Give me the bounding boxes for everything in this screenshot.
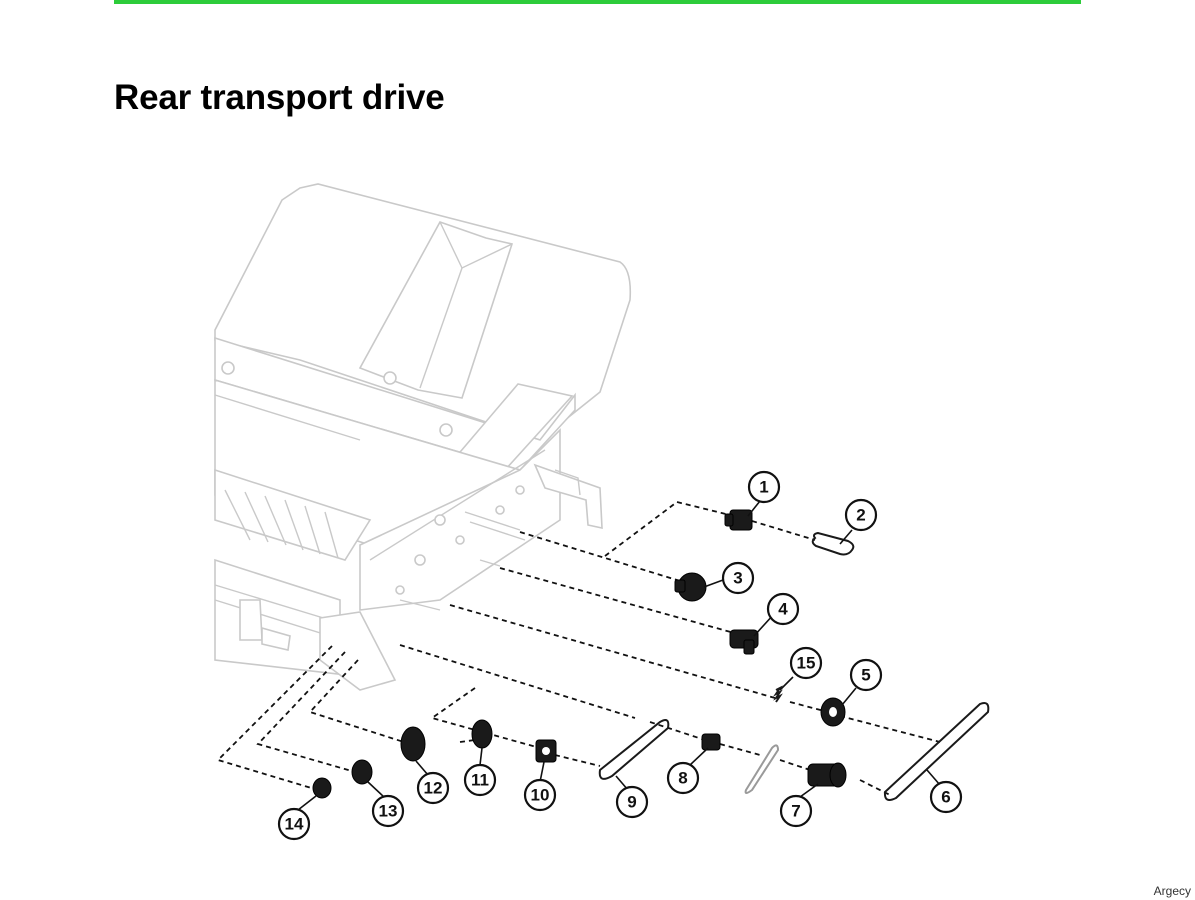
part-belt-9: [598, 719, 670, 780]
callout-3: 3: [721, 561, 755, 595]
header-accent-rule: [114, 0, 1081, 4]
callout-label-3: 3: [733, 569, 742, 588]
part-gear-3: [674, 572, 707, 602]
callout-4: 4: [766, 592, 800, 626]
part-bushing-4: [729, 629, 759, 655]
callout-label-10: 10: [531, 786, 550, 805]
callout-1: 1: [747, 470, 781, 504]
callout-label-15: 15: [797, 654, 816, 673]
callout-label-11: 11: [471, 771, 489, 790]
callout-label-13: 13: [379, 802, 398, 821]
part-bushing-8: [701, 733, 721, 751]
callout-label-9: 9: [627, 793, 636, 812]
part-gear-11: [471, 719, 493, 749]
callout-12: 12: [416, 771, 450, 805]
watermark-text: Argecy: [1153, 884, 1191, 898]
printer-frame-illustration: [214, 183, 632, 691]
callout-label-14: 14: [285, 815, 304, 834]
callout-label-6: 6: [941, 788, 950, 807]
callout-7: 7: [779, 794, 813, 828]
callout-5: 5: [849, 658, 883, 692]
part-belt-small: [744, 744, 780, 794]
callout-label-8: 8: [678, 769, 687, 788]
callout-8: 8: [666, 761, 700, 795]
part-pulley-7: [807, 762, 847, 788]
part-pulley-5: [820, 697, 846, 727]
callout-9: 9: [615, 785, 649, 819]
callout-label-7: 7: [791, 802, 800, 821]
callout-13: 13: [371, 794, 405, 828]
part-gear-14: [312, 777, 332, 799]
part-spring-15: [773, 685, 783, 703]
callout-label-5: 5: [861, 666, 870, 685]
callout-label-2: 2: [856, 506, 865, 525]
callout-label-12: 12: [424, 779, 443, 798]
part-belt-2: [811, 531, 855, 556]
callout-label-4: 4: [778, 600, 788, 619]
part-pulley-10: [535, 739, 557, 763]
callout-14: 14: [277, 807, 311, 841]
callout-10: 10: [523, 778, 557, 812]
part-gear-12: [400, 726, 426, 762]
part-gear-13: [351, 759, 373, 785]
callout-6: 6: [929, 780, 963, 814]
part-coupling-1: [724, 509, 753, 531]
callout-11: 11: [463, 763, 497, 797]
part-belt-6: [883, 702, 990, 801]
callout-2: 2: [844, 498, 878, 532]
callout-label-1: 1: [759, 478, 768, 497]
callout-15: 15: [789, 646, 823, 680]
page-title: Rear transport drive: [114, 78, 445, 117]
